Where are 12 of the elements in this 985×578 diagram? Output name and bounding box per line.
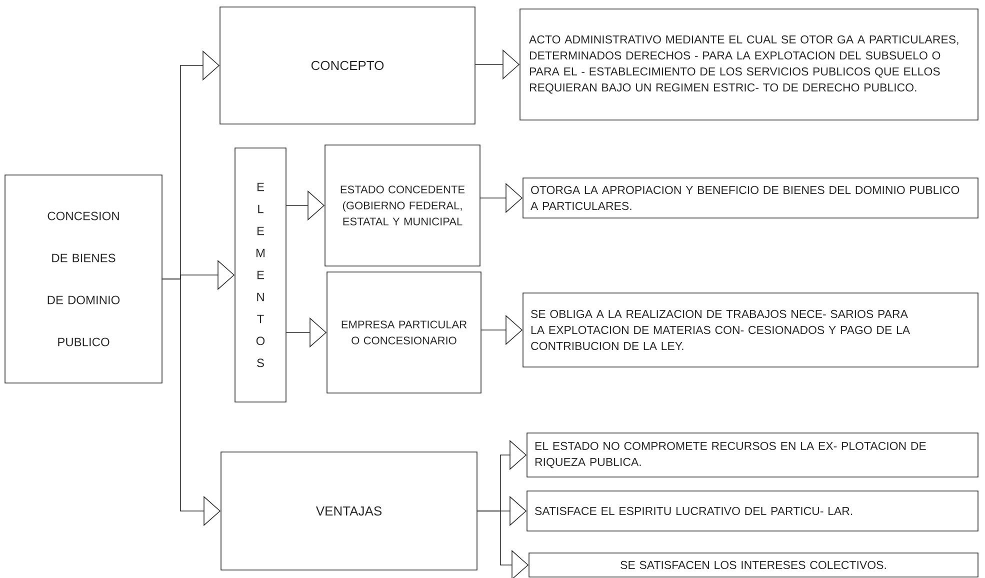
description-box: EL ESTADO NO COMPROMETE RECURSOS EN LA EX- PLOTACION DE RIQUEZA PUBLICA. (526, 432, 978, 478)
description-box: SATISFACE EL ESPIRITU LUCRATIVO DEL PARTICU- LAR. (526, 490, 978, 532)
description-box: SE SATISFACEN LOS INTERESES COLECTIVOS. (528, 552, 978, 578)
description-box: ACTO ADMINISTRATIVO MEDIANTE EL CUAL SE OTOR GA A PARTICULARES, DETERMINADOS DERECHOS - PARA LA EXPLOTACION DEL SUBSUELO O PARA EL - ESTABLECIMIENTO DE LOS SERVICIOS PUBLICOS QUE ELLOS REQUIERAN BAJO UN REGIMEN ESTRIC- TO DE DERECHO PUBLICO. (520, 8, 978, 120)
process-box: VENTAJAS (220, 452, 478, 570)
process-box: EMPRESA PARTICULAR O CONCESIONARIO (326, 272, 482, 394)
process-box: CONCEPTO (220, 6, 476, 124)
process-box: ESTADO CONCEDENTE (GOBIERNO FEDERAL, ESTATAL Y MUNICIPAL (324, 144, 480, 266)
title-box: CONCESION DE BIENES DE DOMINIO PUBLICO (4, 174, 162, 384)
description-box: SE OBLIGA A LA REALIZACION DE TRABAJOS NECE- SARIOS PARA LA EXPLOTACION DE MATERIAS CON- CESIONADOS Y PAGO DE LA CONTRIBUCION DE LA LEY. (522, 292, 978, 368)
process-box: ELEMENTOS (234, 148, 286, 402)
description-box: OTORGA LA APROPIACION Y BENEFICIO DE BIENES DEL DOMINIO PUBLICO A PARTICULARES. (522, 178, 978, 218)
